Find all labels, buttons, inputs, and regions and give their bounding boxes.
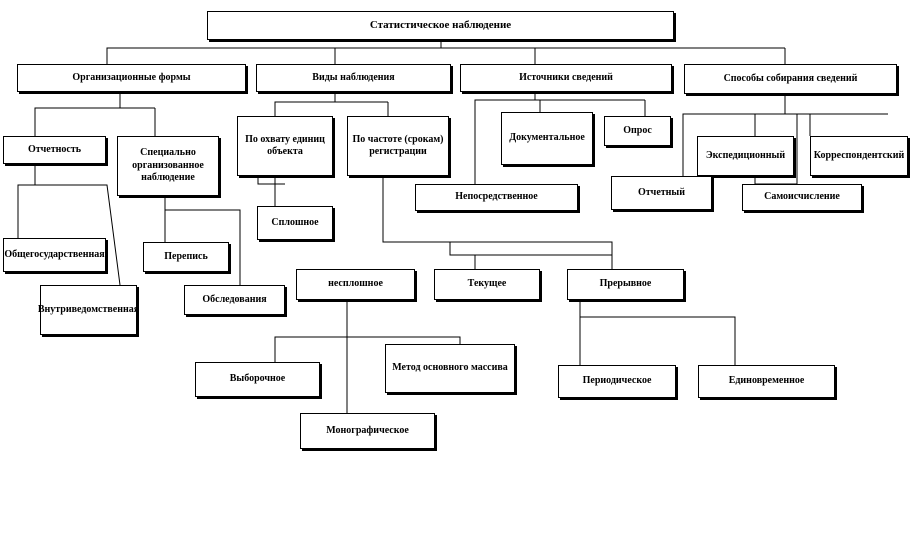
node-self-registration: Самоисчисление [742, 184, 862, 211]
node-methods-of-collection: Способы собирания сведений [684, 64, 897, 94]
node-by-coverage: По охвату единиц объекта [237, 116, 333, 176]
node-reporting: Отчетность [3, 136, 106, 164]
node-state: Общегосударственная [3, 238, 106, 272]
node-direct: Непосредственное [415, 184, 578, 211]
node-correspondent: Корреспондентский [810, 136, 908, 176]
node-discontinuous: Прерывное [567, 269, 684, 300]
node-continuous: Сплошное [257, 206, 333, 240]
node-monographic: Монографическое [300, 413, 435, 449]
node-current: Текущее [434, 269, 540, 300]
node-specially-organized-observation: Специально организованное наблюдение [117, 136, 219, 196]
node-by-frequency: По частоте (срокам) регистрации [347, 116, 449, 176]
node-inspection: Обследования [184, 285, 285, 315]
node-intradepartmental: Внутриведомственная [38, 285, 139, 335]
node-sources-of-information: Источники сведений [460, 64, 672, 92]
node-types-of-observation: Виды наблюдения [256, 64, 451, 92]
node-reporting-method: Отчетный [611, 176, 712, 210]
node-documentary: Документальное [501, 112, 593, 165]
node-expeditionary: Экспедиционный [697, 136, 794, 176]
node-census: Перепись [143, 242, 229, 272]
node-organizational-forms: Организационные формы [17, 64, 246, 92]
node-survey: Опрос [604, 116, 671, 146]
node-one-time: Единовременное [698, 365, 835, 398]
node-noncontinuous: несплошное [296, 269, 415, 300]
node-periodic: Периодическое [558, 365, 676, 398]
root-node: Статистическое наблюдение [207, 11, 674, 40]
node-sampling: Выборочное [195, 362, 320, 397]
node-main-array-method: Метод основного массива [385, 344, 515, 393]
